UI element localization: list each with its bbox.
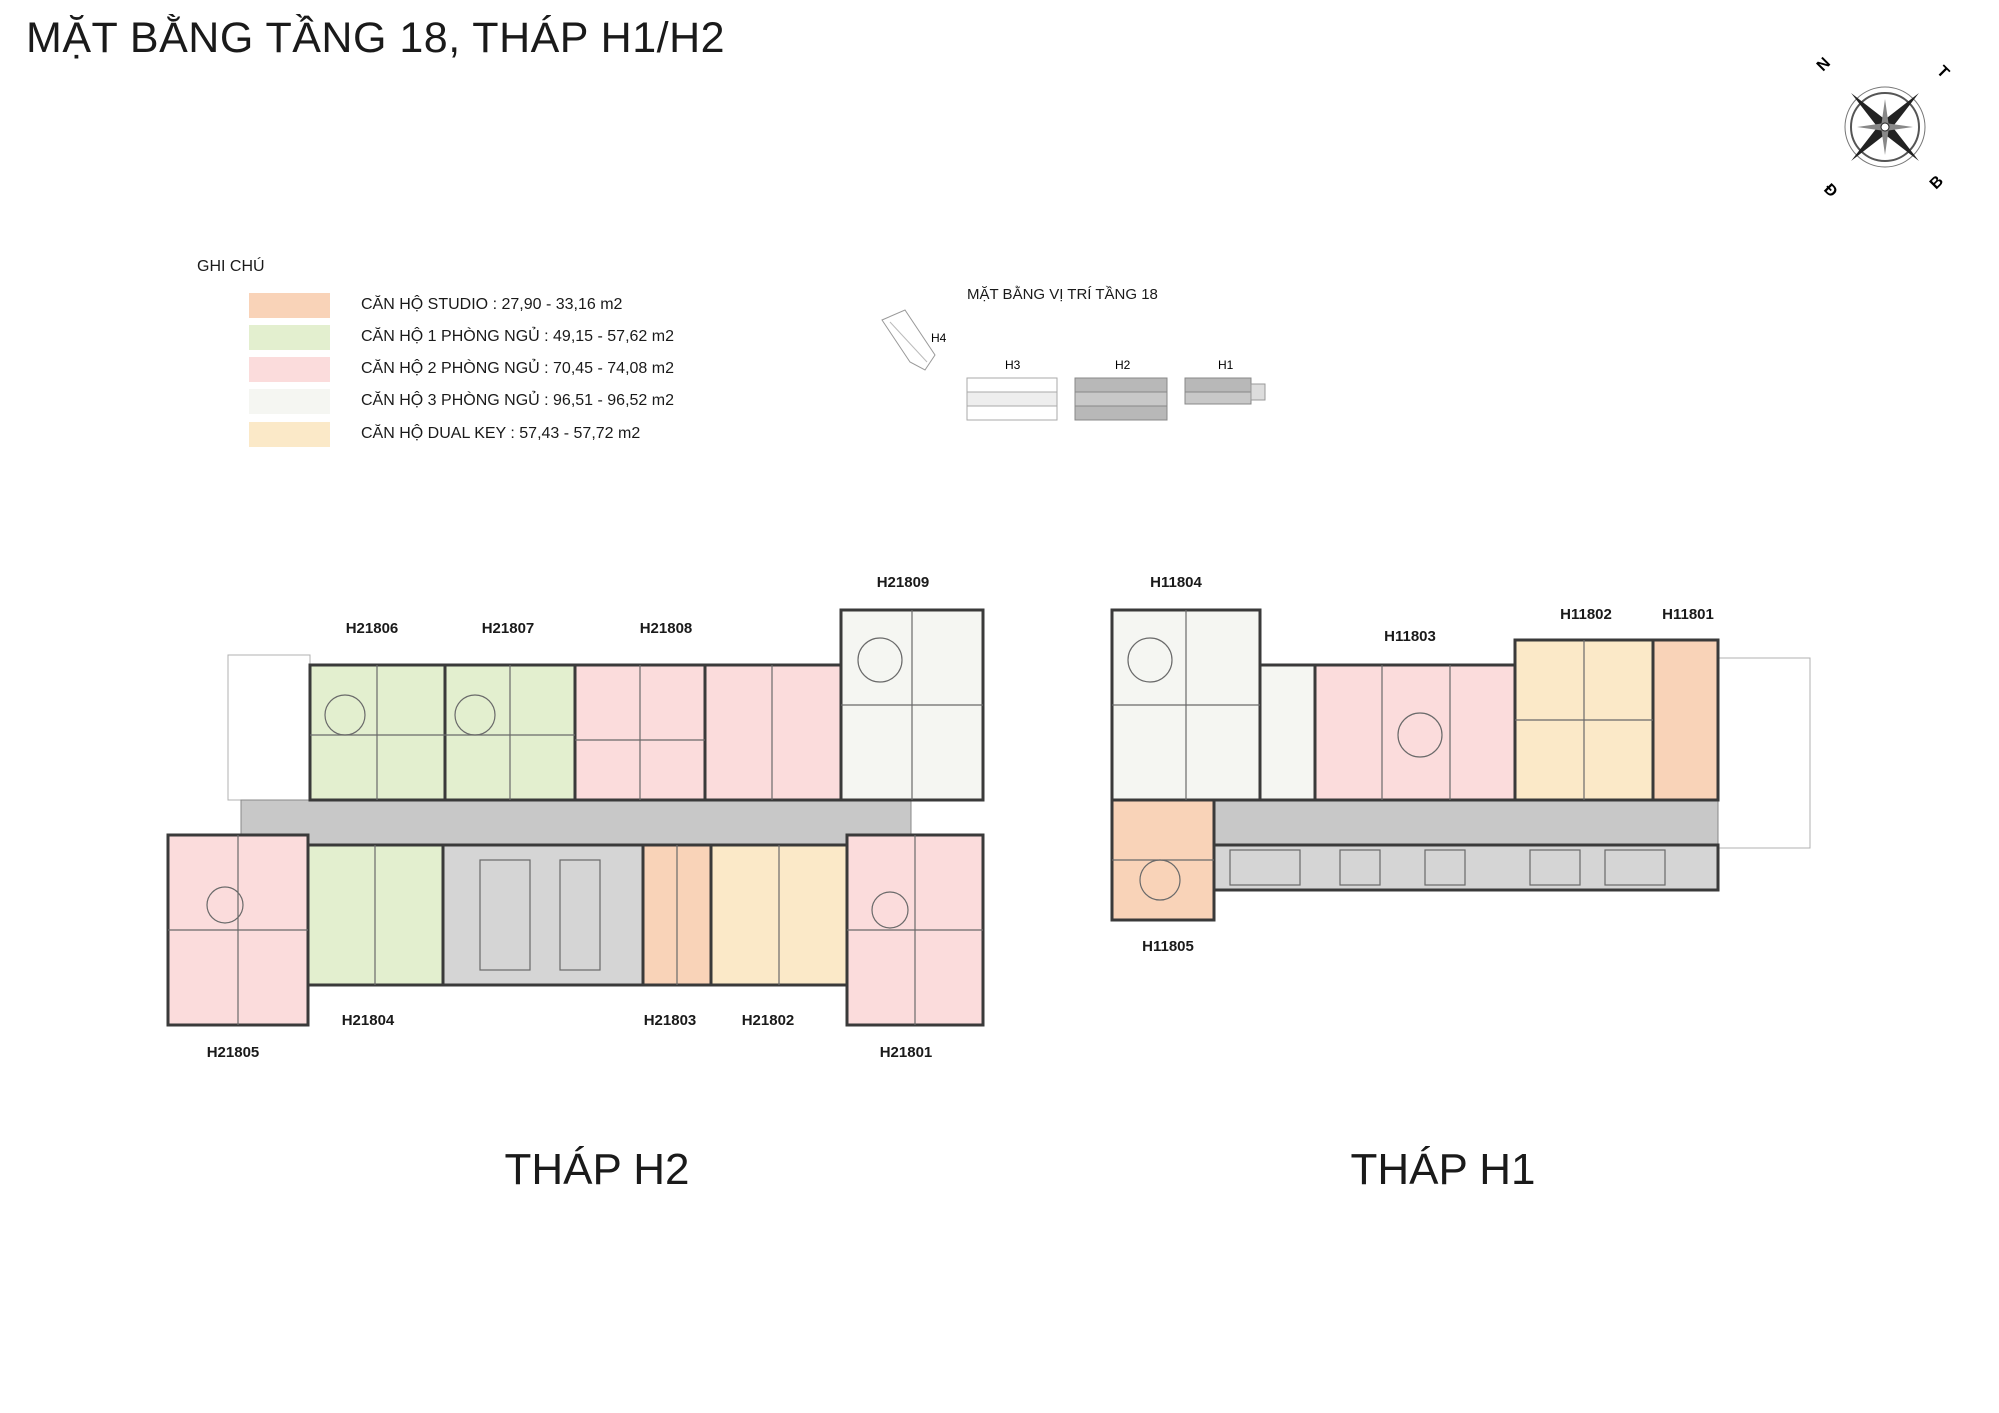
legend-item-2br: CĂN HỘ 2 PHÒNG NGỦ : 70,45 - 74,08 m2: [249, 356, 674, 382]
legend-item-1br: CĂN HỘ 1 PHÒNG NGỦ : 49,15 - 57,62 m2: [249, 324, 674, 350]
unit-label: H11803: [1384, 628, 1436, 645]
unit-label: H11802: [1560, 606, 1612, 623]
location-map-title: MẶT BẰNG VỊ TRÍ TẦNG 18: [967, 286, 1158, 303]
legend-label: CĂN HỘ STUDIO : 27,90 - 33,16 m2: [361, 296, 623, 313]
tower-h2-plan: [166, 608, 985, 1027]
legend-swatch: [249, 356, 330, 382]
unit-label: H21804: [341, 1012, 395, 1029]
unit-H11801: [1651, 638, 1720, 802]
tower-h2-shape: [1074, 377, 1168, 421]
location-label-h3: H3: [1005, 358, 1021, 372]
compass-rose-icon: N T Đ B: [1814, 55, 1952, 200]
legend-label: CĂN HỘ 1 PHÒNG NGỦ : 49,15 - 57,62 m2: [361, 328, 674, 345]
unit-label: H11801: [1662, 606, 1714, 623]
legend-swatch: [249, 324, 330, 350]
tower-h1-plan: [1110, 608, 1811, 922]
unit-label: H21808: [639, 620, 693, 637]
legend-item-studio: CĂN HỘ STUDIO : 27,90 - 33,16 m2: [249, 292, 622, 318]
location-label-h1: H1: [1218, 358, 1234, 372]
unit-label: H11805: [1142, 938, 1194, 955]
tower-h2-title: THÁP H2: [504, 1145, 690, 1194]
unit-label: H21802: [741, 1012, 795, 1029]
tower-h1-shape: [1184, 377, 1266, 405]
unit-label: H21805: [206, 1044, 260, 1061]
legend-label: CĂN HỘ DUAL KEY : 57,43 - 57,72 m2: [361, 425, 641, 442]
legend-title: GHI CHÚ: [197, 258, 265, 275]
location-map: H4 H3 H2 H1: [881, 309, 1266, 421]
tower-h4-shape: [881, 309, 936, 371]
unit-label: H21807: [481, 620, 535, 637]
legend-swatch: [249, 292, 330, 318]
page-title: MẶT BẰNG TẦNG 18, THÁP H1/H2: [26, 14, 726, 62]
legend-item-dualkey: CĂN HỘ DUAL KEY : 57,43 - 57,72 m2: [249, 421, 640, 447]
legend-label: CĂN HỘ 3 PHÒNG NGỦ : 96,51 - 96,52 m2: [361, 392, 674, 409]
unit-label: H21801: [879, 1044, 933, 1061]
legend-item-3br: CĂN HỘ 3 PHÒNG NGỦ : 96,51 - 96,52 m2: [249, 388, 674, 414]
unit-label: H11804: [1150, 574, 1202, 591]
unit-label: H21809: [876, 574, 930, 591]
legend-swatch: [249, 421, 330, 447]
legend-swatch: [249, 388, 330, 414]
legend-label: CĂN HỘ 2 PHÒNG NGỦ : 70,45 - 74,08 m2: [361, 360, 674, 377]
unit-H21808b: [703, 663, 843, 802]
core-h2: [441, 843, 645, 987]
unit-H11803: [1313, 663, 1517, 802]
unit-label: H21806: [345, 620, 399, 637]
location-label-h4: H4: [931, 331, 947, 345]
unit-label: H21803: [643, 1012, 697, 1029]
location-label-h2: H2: [1115, 358, 1131, 372]
tower-h1-title: THÁP H1: [1350, 1145, 1536, 1194]
core-h1: [1212, 843, 1720, 892]
tower-h3-shape: [966, 377, 1058, 421]
